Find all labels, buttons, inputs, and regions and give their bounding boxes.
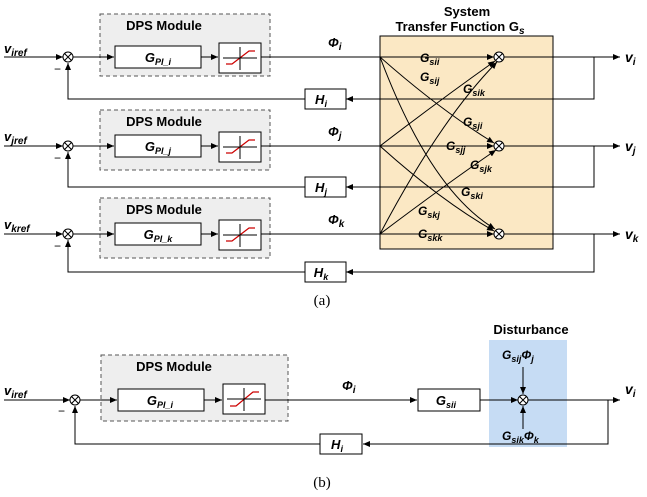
coupling-lines <box>379 51 505 240</box>
system-title-line1: System <box>444 4 490 19</box>
dps-module-title-i: DPS Module <box>126 18 202 33</box>
gain-label-sjk: Gsjk <box>470 158 493 174</box>
plant-label-b: Gsii <box>436 393 457 410</box>
phi-label-i: Φi <box>328 35 342 53</box>
caption-a: (a) <box>314 293 331 309</box>
feedback-label-j: Hj <box>315 180 327 197</box>
controller-label-j: GPI_j <box>145 139 172 156</box>
input-label-b: viref <box>4 383 28 401</box>
row-k: DPS Module vkref − GPI_k Φk vk Hk <box>4 197 639 283</box>
phi-label-j: Φj <box>328 124 342 142</box>
disturbance-bottom-label: GsikΦk <box>502 429 540 445</box>
gain-label-sii: Gsii <box>420 51 440 67</box>
minus-sign-j: − <box>54 151 61 165</box>
diagram-b: Disturbance DPS Module viref − GPI_i Φi … <box>4 322 636 491</box>
row-i: DPS Module viref − GPI_i Φi vi Hi <box>4 13 636 110</box>
output-label-k: vk <box>625 226 639 245</box>
phi-label-k: Φk <box>328 212 345 230</box>
output-label-b: vi <box>625 381 636 400</box>
feedback-label-i: Hi <box>315 92 327 109</box>
row-j: DPS Module vjref − GPI_j Φj vj Hj <box>4 109 636 198</box>
gain-label-sji: Gsji <box>463 115 483 131</box>
minus-sign-b: − <box>58 404 65 418</box>
disturbance-title: Disturbance <box>493 322 568 337</box>
phi-label-b: Φi <box>342 378 356 396</box>
feedback-label-k: Hk <box>314 265 329 282</box>
system-title-line2: Transfer Function Gs <box>395 19 525 37</box>
gain-labels: Gsii Gsij Gsik Gsji Gsjj Gsjk Gski Gskj … <box>418 51 493 243</box>
minus-sign-k: − <box>54 239 61 253</box>
disturbance-box <box>489 340 567 447</box>
output-label-j: vj <box>625 138 636 157</box>
diagram-a: System Transfer Function Gs DPS Module v… <box>4 4 639 309</box>
input-label-k: vkref <box>4 217 31 235</box>
controller-label-b: GPI_i <box>147 393 174 410</box>
dps-module-title-j: DPS Module <box>126 114 202 129</box>
input-label-j: vjref <box>4 129 28 147</box>
disturbance-top-label: GsijΦj <box>502 348 534 364</box>
minus-sign-i: − <box>54 62 61 76</box>
gain-label-skj: Gskj <box>418 204 440 220</box>
caption-b: (b) <box>313 475 331 491</box>
output-label-i: vi <box>625 49 636 68</box>
controller-label-k: GPI_k <box>144 227 174 244</box>
gain-label-skk: Gskk <box>418 227 443 243</box>
feedback-label-b: Hi <box>331 437 343 454</box>
gain-label-sjj: Gsjj <box>446 139 466 155</box>
system-transfer-function-box <box>379 35 554 250</box>
dps-module-title-k: DPS Module <box>126 202 202 217</box>
dps-module-title-b: DPS Module <box>136 359 212 374</box>
gain-label-sij: Gsij <box>420 70 440 86</box>
controller-label-i: GPI_i <box>145 50 172 67</box>
input-label-i: viref <box>4 41 28 59</box>
gain-label-ski: Gski <box>461 185 483 201</box>
gain-label-sik: Gsik <box>463 82 486 98</box>
